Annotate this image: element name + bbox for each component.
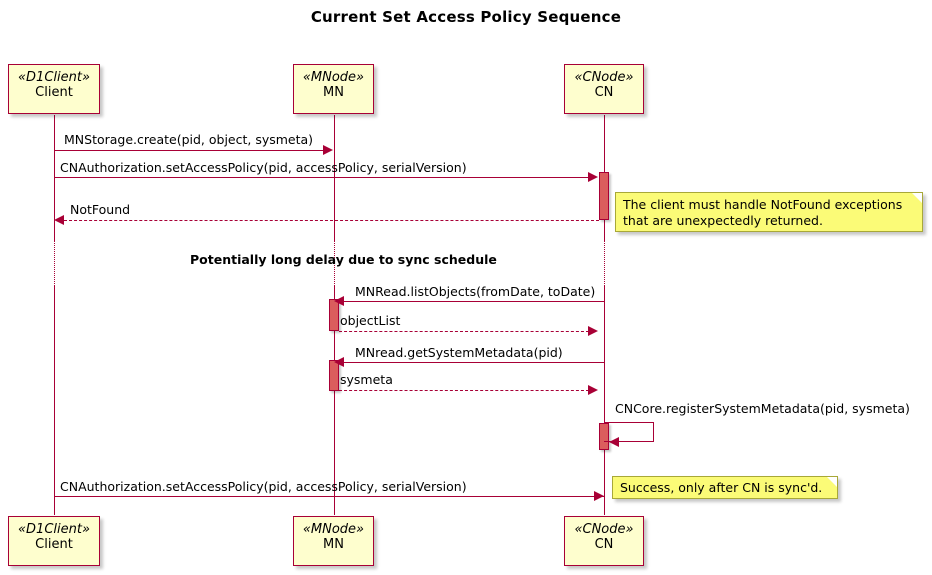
message-line-setaccesspolicy-2	[54, 496, 604, 497]
note-notfound-line1: The client must handle NotFound exceptio…	[623, 197, 903, 212]
message-arrow-sysmeta	[588, 385, 598, 395]
message-line-notfound	[64, 220, 599, 221]
message-label-mnstorage-create: MNStorage.create(pid, object, sysmeta)	[64, 132, 314, 147]
note-notfound-handling: The client must handle NotFound exceptio…	[615, 192, 923, 232]
message-arrow-listobjects	[334, 296, 344, 306]
lifeline-mn-delay	[333, 241, 335, 286]
participant-mn-stereotype-bottom: «MNode»	[302, 522, 365, 537]
message-arrow-notfound	[54, 215, 64, 225]
message-selfcall-registersystemmetadata	[604, 422, 654, 442]
message-line-getsystemmetadata	[344, 362, 604, 363]
message-label-sysmeta: sysmeta	[340, 372, 393, 387]
activation-cn-setaccesspolicy	[599, 172, 609, 220]
message-line-listobjects	[344, 301, 604, 302]
message-arrow-objectlist	[588, 326, 598, 336]
lifeline-cn-delay	[603, 241, 605, 286]
message-arrow-setaccesspolicy-2	[594, 491, 604, 501]
participant-mn-bottom[interactable]: «MNode» MN	[293, 516, 374, 566]
participant-mn-top[interactable]: «MNode» MN	[293, 64, 374, 114]
lifeline-cn-lower	[603, 286, 605, 515]
participant-client-bottom[interactable]: «D1Client» Client	[8, 516, 100, 566]
message-label-notfound: NotFound	[70, 202, 131, 217]
participant-client-stereotype-bottom: «D1Client»	[18, 522, 90, 537]
participant-client-name: Client	[35, 84, 73, 100]
note-fold-icon-2	[827, 477, 837, 487]
lifeline-mn-upper	[333, 115, 335, 241]
participant-cn-bottom[interactable]: «CNode» CN	[564, 516, 644, 566]
participant-client-stereotype: «D1Client»	[18, 70, 90, 85]
participant-mn-stereotype: «MNode»	[302, 70, 365, 85]
participant-cn-stereotype: «CNode»	[574, 70, 634, 85]
message-line-mnstorage-create	[54, 150, 324, 151]
participant-cn-name-bottom: CN	[594, 536, 614, 552]
message-line-setaccesspolicy-1	[54, 177, 589, 178]
participant-client-name-bottom: Client	[35, 536, 73, 552]
activation-cn-registersystemmetadata	[599, 423, 609, 450]
participant-cn-name: CN	[594, 84, 614, 100]
message-arrow-setaccesspolicy-1	[588, 172, 598, 182]
lifeline-mn-lower	[333, 286, 335, 515]
message-label-registersystemmetadata: CNCore.registerSystemMetadata(pid, sysme…	[615, 401, 910, 416]
lifeline-client-delay	[53, 241, 55, 286]
message-arrow-getsystemmetadata	[334, 357, 344, 367]
diagram-title: Current Set Access Policy Sequence	[310, 8, 622, 26]
message-line-objectlist	[339, 331, 589, 332]
message-arrow-mnstorage-create	[323, 145, 333, 155]
message-label-setaccesspolicy-1: CNAuthorization.setAccessPolicy(pid, acc…	[60, 160, 467, 175]
lifeline-client-lower	[53, 286, 55, 515]
participant-cn-stereotype-bottom: «CNode»	[574, 522, 634, 537]
message-arrow-registersystemmetadata	[609, 437, 619, 447]
participant-mn-name: MN	[323, 84, 344, 100]
note-notfound-line2: that are unexpectedly returned.	[623, 212, 823, 228]
note-fold-icon	[912, 193, 922, 203]
lifeline-client-upper	[53, 115, 55, 241]
participant-client-top[interactable]: «D1Client» Client	[8, 64, 100, 114]
delay-label: Potentially long delay due to sync sched…	[190, 252, 497, 267]
note-success-sync: Success, only after CN is sync'd.	[612, 476, 838, 499]
participant-mn-name-bottom: MN	[323, 536, 344, 552]
message-label-objectlist: objectList	[340, 313, 401, 328]
message-label-getsystemmetadata: MNread.getSystemMetadata(pid)	[355, 345, 563, 360]
message-line-sysmeta	[339, 390, 589, 391]
message-label-setaccesspolicy-2: CNAuthorization.setAccessPolicy(pid, acc…	[60, 479, 467, 494]
message-label-listobjects: MNRead.listObjects(fromDate, toDate)	[355, 284, 596, 299]
note-success-line1: Success, only after CN is sync'd.	[620, 480, 823, 495]
participant-cn-top[interactable]: «CNode» CN	[564, 64, 644, 114]
